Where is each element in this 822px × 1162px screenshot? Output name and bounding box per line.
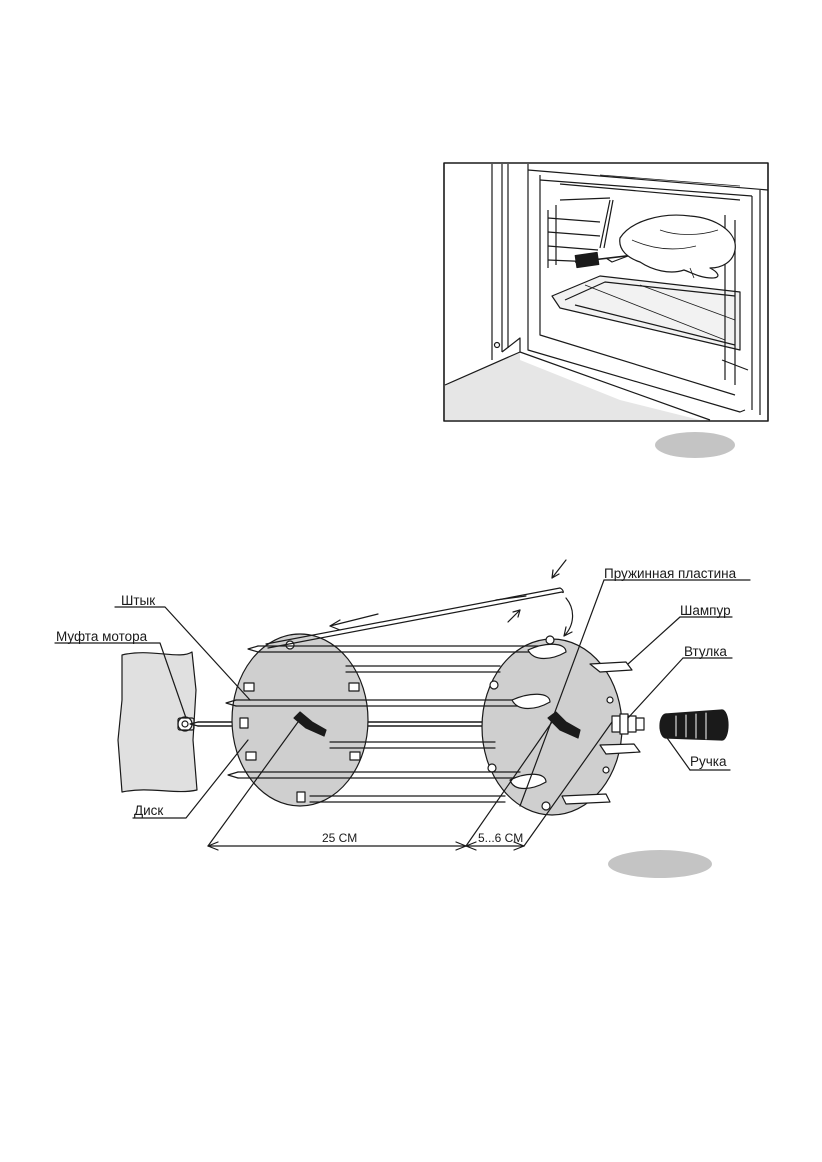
label-disk: Диск <box>134 803 164 818</box>
label-skewer: Шампур <box>680 603 731 618</box>
label-spring-plate: Пружинная пластина <box>604 566 737 581</box>
label-bushing: Втулка <box>684 644 727 659</box>
label-handle: Ручка <box>690 754 727 769</box>
label-motor-coupling: Муфта мотора <box>56 629 148 644</box>
label-pin: Штык <box>121 593 156 608</box>
dimension-gap: 5...6 СМ <box>478 831 524 845</box>
dimension-length: 25 СМ <box>322 831 358 845</box>
